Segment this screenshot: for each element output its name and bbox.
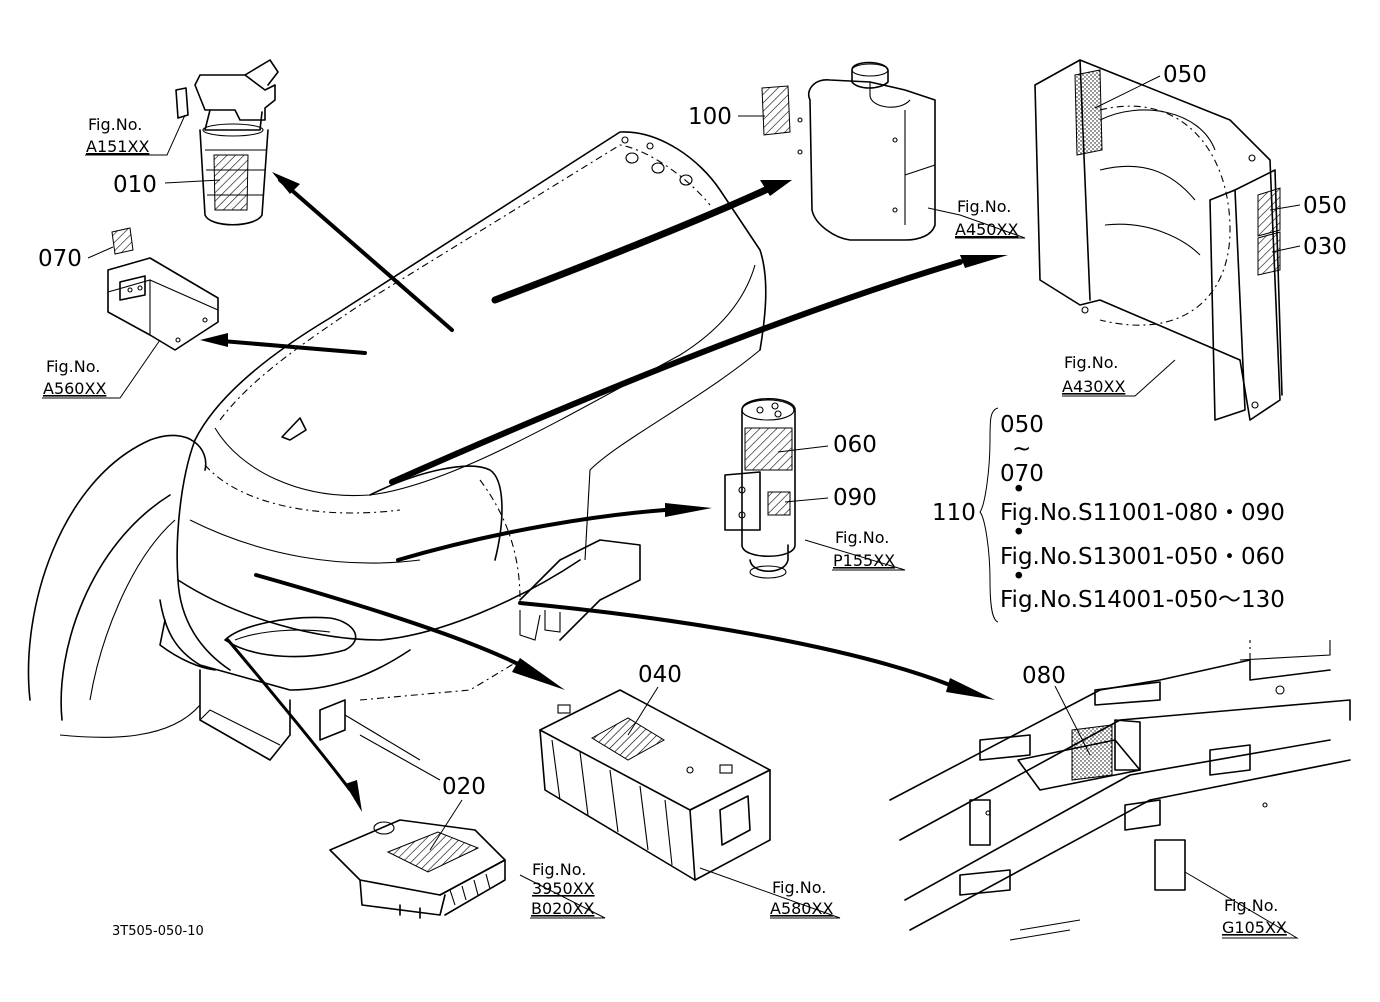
frame-drawing (889, 640, 1351, 941)
fig-label-a560: Fig.No. (46, 357, 100, 376)
callout-050-side: 050 (1303, 193, 1347, 219)
bracket-drawing (107, 227, 219, 351)
callout-040: 040 (638, 662, 682, 688)
callout-110: 110 (932, 500, 976, 526)
group-ref-s13001: Fig.No.S13001-050・060 (1000, 544, 1285, 570)
fig-ref-a580: A580XX (770, 899, 833, 918)
callout-010: 010 (113, 172, 157, 198)
fig-label-a430: Fig.No. (1064, 353, 1118, 372)
reserve-tank-drawing (761, 61, 936, 241)
callout-050-top: 050 (1163, 62, 1207, 88)
range-tilde: ~ (1012, 436, 1031, 462)
fig-ref-3950: 3950XX (532, 879, 595, 898)
callout-090: 090 (833, 485, 877, 511)
group-110-references: 050 ~ 070 • Fig.No.S11001-080・090 • Fig.… (1000, 412, 1285, 613)
battery-drawing (539, 689, 771, 881)
range-end: 070 (1000, 461, 1044, 487)
fig-label-a580: Fig.No. (772, 878, 826, 897)
fig-label-p155: Fig.No. (835, 528, 889, 547)
fig-label-ecu: Fig.No. (532, 860, 586, 879)
fig-ref-a450: A450XX (955, 220, 1018, 239)
radiator-drawing (1034, 59, 1283, 421)
switch-drawing (724, 397, 796, 579)
range-start: 050 (1000, 412, 1044, 438)
leader-lines (42, 75, 1301, 939)
fig-ref-p155: P155XX (833, 551, 895, 570)
callout-020: 020 (442, 774, 486, 800)
ecu-drawing (329, 819, 506, 919)
figure-references: Fig.No. A151XX Fig.No. A560XX Fig.No. A4… (43, 115, 1287, 937)
fig-ref-a560: A560XX (43, 379, 106, 398)
pointer-arrows (200, 172, 1008, 812)
group-ref-s11001: Fig.No.S11001-080・090 (1000, 500, 1285, 526)
fig-ref-g105: G105XX (1222, 918, 1287, 937)
callout-100: 100 (688, 104, 732, 130)
group-ref-s14001: Fig.No.S14001-050～130 (1000, 587, 1285, 613)
fig-ref-a151: A151XX (86, 137, 149, 156)
tractor-hood-drawing (27, 131, 767, 781)
callout-labels: 010 070 100 050 050 030 060 090 110 040 … (38, 62, 1347, 800)
fuel-filter-drawing (175, 59, 279, 226)
drawing-code: 3T505-050-10 (112, 924, 204, 939)
separator-2: • (1012, 520, 1026, 546)
callout-080: 080 (1022, 663, 1066, 689)
callout-060: 060 (833, 432, 877, 458)
fig-ref-a430: A430XX (1062, 377, 1125, 396)
separator-3: • (1012, 564, 1026, 590)
fig-label-a151: Fig.No. (88, 115, 142, 134)
fig-label-g105: Fig.No. (1224, 896, 1278, 915)
fig-ref-b020: B020XX (531, 899, 594, 918)
separator-1: • (1012, 477, 1026, 503)
callout-030: 030 (1303, 234, 1347, 260)
fig-label-a450: Fig.No. (957, 197, 1011, 216)
callout-070: 070 (38, 246, 82, 272)
